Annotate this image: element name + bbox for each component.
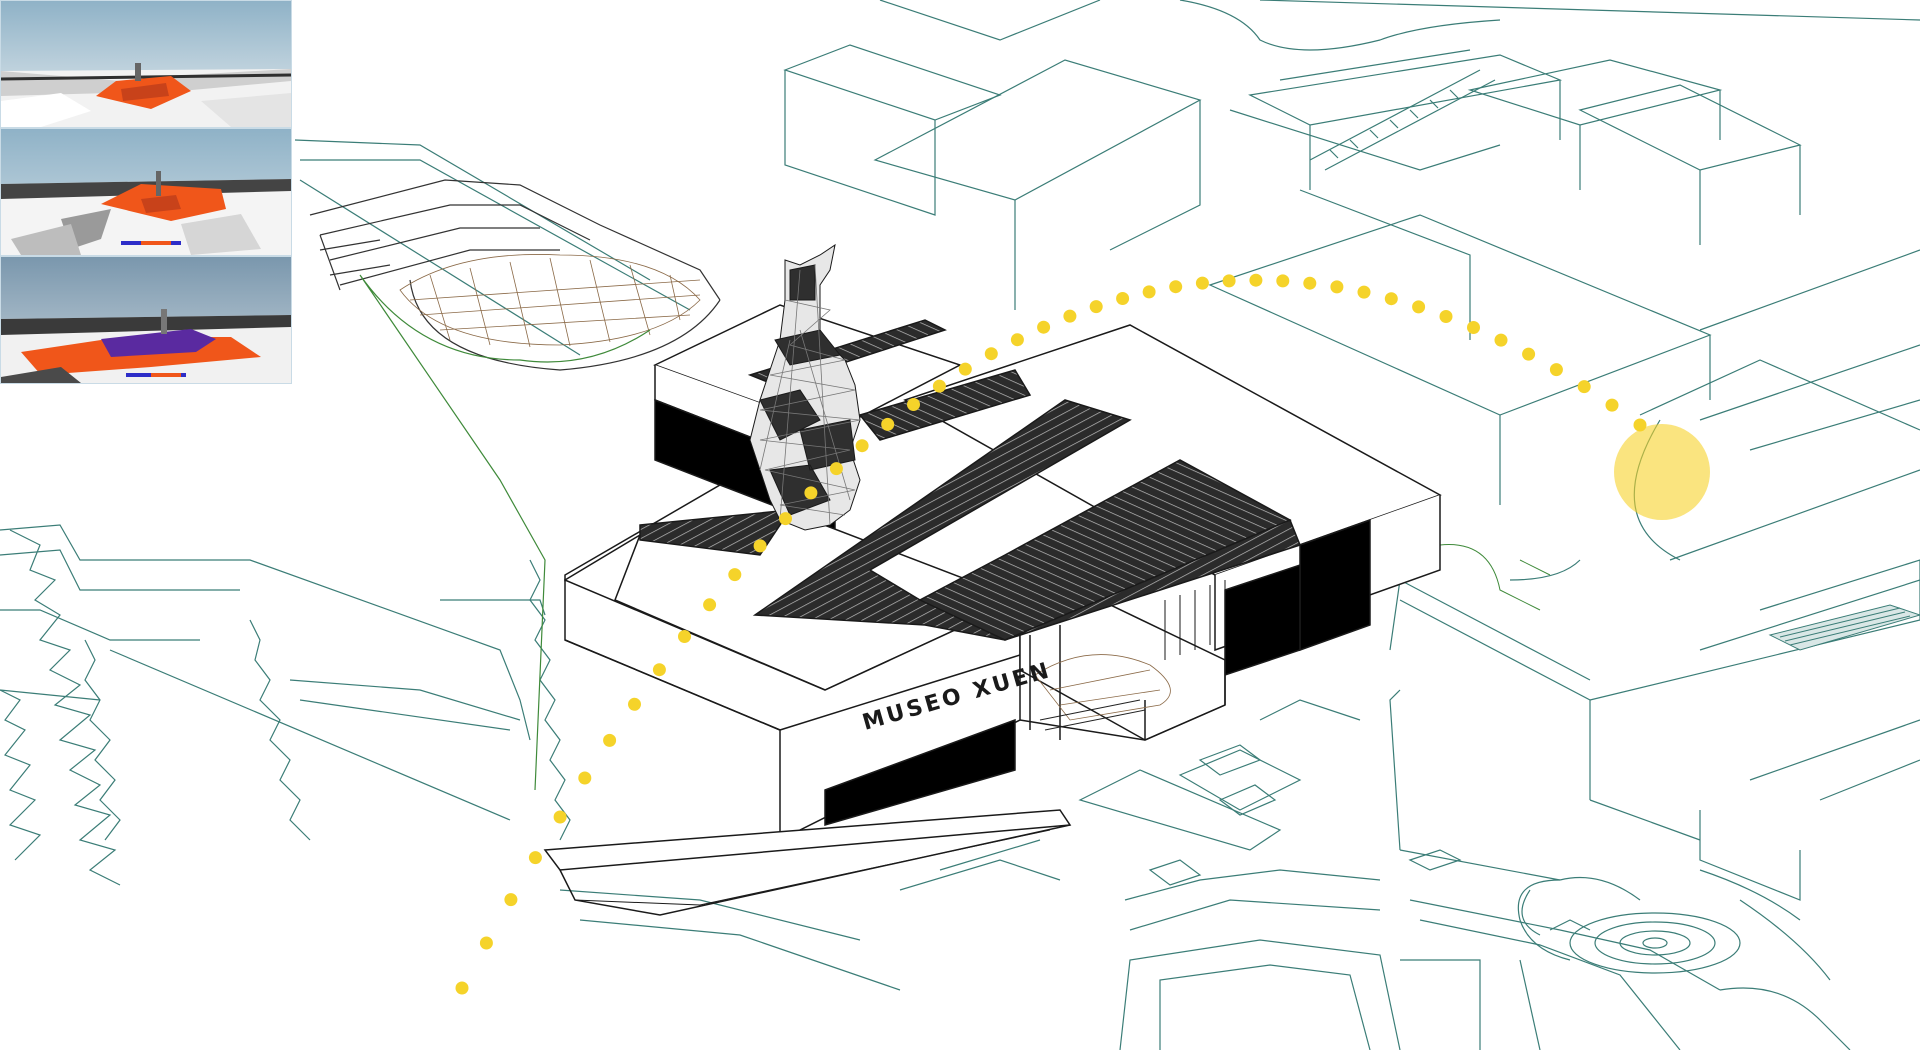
sun-path-dot (455, 981, 469, 995)
sun-path-dot (1439, 310, 1453, 323)
sun-path-dot (652, 663, 666, 677)
sun-path-dot (479, 936, 493, 950)
sun-path-dot (1384, 292, 1398, 306)
sun-path-dot (628, 697, 641, 711)
sun-path-dot (1222, 274, 1236, 288)
amphitheater (309, 179, 721, 371)
sun-path-dot (1467, 321, 1480, 334)
sculpture-tower (749, 243, 861, 531)
sun-path-dot (1357, 285, 1371, 299)
sun-path-dot (1303, 276, 1317, 290)
sun-path-dot (1494, 333, 1508, 347)
green-boundary (359, 274, 651, 791)
sun-path-dot (1063, 309, 1077, 323)
sun-path-dot (907, 398, 920, 411)
sun-path-dot (958, 362, 972, 376)
sun-path-dot (678, 630, 691, 643)
sun-path-dot (504, 893, 518, 907)
sun-path-dot (1605, 398, 1619, 412)
sun-path-dot (1195, 276, 1209, 290)
hatched-area (1768, 604, 1920, 651)
sun-path-dot (1142, 285, 1156, 299)
sun-path-dot (1037, 320, 1051, 334)
sun-path-dot (1010, 333, 1024, 347)
sun-path-dot (553, 810, 567, 824)
sun-path-dot (1169, 280, 1183, 294)
green-boundary-right (1439, 544, 1551, 611)
sun-path-dot (829, 462, 843, 476)
sun-path-dot (779, 512, 792, 526)
sun-path (455, 273, 1647, 995)
sun-path-dot (984, 347, 998, 361)
sun-path-dot (528, 851, 542, 865)
sun-path-dot (855, 439, 869, 453)
sun-path-dot (1249, 273, 1263, 287)
sun-study-thumbnail-2 (0, 128, 292, 256)
sun-path-dot (578, 771, 592, 785)
sun-path-dot (1412, 300, 1426, 314)
sun-path-dot (1522, 347, 1536, 361)
sun-path-dot (804, 486, 818, 500)
sun-path-dot (1330, 280, 1344, 294)
sun-path-dot (1089, 300, 1103, 314)
sun-path-dot (881, 417, 895, 431)
shadow-study-panel (0, 0, 292, 384)
sun-icon (1614, 424, 1710, 520)
sun-path-dot (1276, 274, 1290, 288)
sun-path-dot (753, 539, 767, 553)
sun-path-dot (1577, 380, 1591, 394)
sun-path-dot (932, 379, 946, 393)
sun-path-dot (703, 598, 717, 612)
sun-study-thumbnail-1 (0, 0, 292, 128)
amphitheater-mesh (399, 254, 701, 348)
museum-building (543, 304, 1442, 916)
sun-path-dot (728, 568, 742, 582)
sun-path-dot (603, 733, 617, 747)
sun-path-dot (1116, 292, 1130, 305)
sun-study-thumbnail-3 (0, 256, 292, 384)
sun-path-dot (1549, 363, 1563, 377)
